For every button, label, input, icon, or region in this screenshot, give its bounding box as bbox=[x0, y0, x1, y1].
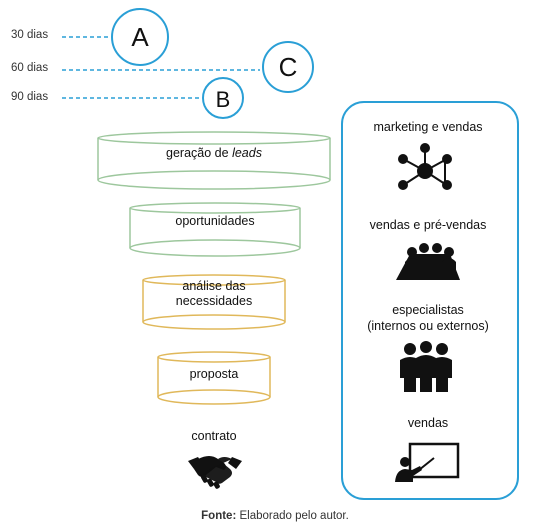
panel-label-pre-vendas: vendas e pré-vendas bbox=[369, 218, 487, 232]
timeline-label-60: 60 dias bbox=[11, 62, 49, 74]
source-footer: Fonte: Elaborado pelo autor. bbox=[0, 510, 550, 522]
panel-label-especialistas-line1: especialistas bbox=[392, 303, 464, 317]
footer-text: Elaborado pelo autor. bbox=[236, 510, 349, 522]
funnel-stage-proposta bbox=[157, 351, 271, 405]
stage-label-leads-em: leads bbox=[232, 146, 262, 160]
meeting-icon bbox=[396, 243, 460, 280]
funnel-stage-oportunidades bbox=[129, 202, 301, 257]
presentation-icon bbox=[395, 442, 460, 482]
handshake-icon bbox=[188, 456, 242, 489]
stage-label-proposta: proposta bbox=[189, 367, 239, 381]
stage-label-analise-line2: necessidades bbox=[175, 294, 253, 308]
circle-c-letter: C bbox=[279, 52, 298, 82]
stage-label-analise: análise das necessidades bbox=[143, 279, 285, 309]
circle-b-letter: B bbox=[216, 87, 231, 112]
panel-label-especialistas-line2: (internos ou externos) bbox=[367, 319, 489, 333]
circle-a-letter: A bbox=[131, 22, 149, 52]
funnel-stage-analise bbox=[142, 274, 286, 330]
circle-a bbox=[111, 8, 169, 66]
stage-label-leads-main: geração de bbox=[166, 146, 233, 160]
team-icon bbox=[400, 341, 452, 392]
timeline-label-30: 30 dias bbox=[11, 29, 49, 41]
panel-label-especialistas: especialistas (internos ou externos) bbox=[333, 302, 523, 334]
team-panel bbox=[341, 101, 519, 500]
network-icon bbox=[398, 143, 452, 190]
circle-c bbox=[262, 41, 314, 93]
stage-label-contrato: contrato bbox=[191, 429, 237, 443]
stage-label-analise-line1: análise das bbox=[182, 279, 246, 293]
stage-label-oportunidades: oportunidades bbox=[175, 214, 255, 228]
stage-label-leads: geração de leads bbox=[114, 146, 314, 161]
footer-label: Fonte: bbox=[201, 510, 237, 522]
funnel-stage-leads bbox=[97, 131, 331, 190]
panel-label-marketing: marketing e vendas bbox=[373, 120, 483, 134]
timeline-label-90: 90 dias bbox=[11, 91, 49, 103]
circle-b bbox=[202, 77, 244, 119]
panel-label-vendas: vendas bbox=[407, 416, 449, 430]
